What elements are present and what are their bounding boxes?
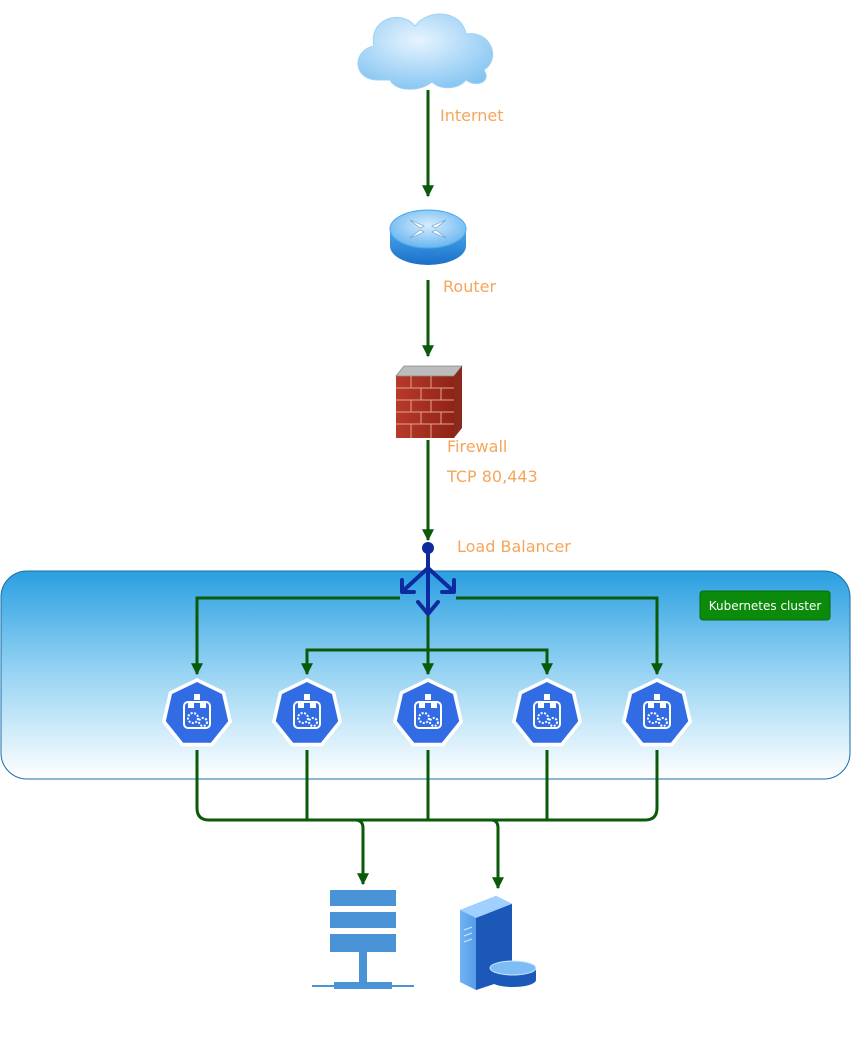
connectors	[191, 90, 663, 890]
lb-to-node-5-connector	[456, 596, 663, 676]
lb-to-node-4-connector	[428, 648, 553, 676]
load-balancer-label: Load Balancer	[457, 537, 571, 556]
kubernetes-icon	[392, 678, 464, 747]
kubernetes-nodes	[161, 678, 693, 747]
lb-to-node-2-connector	[301, 648, 428, 676]
kubernetes-icon	[511, 678, 583, 747]
firewall-port-label: TCP 80,443	[446, 467, 538, 486]
cluster-label-badge: Kubernetes cluster	[699, 590, 831, 621]
router-label: Router	[443, 277, 496, 296]
bus-to-rack-server-connector	[354, 818, 369, 886]
bus-to-database-server-connector	[490, 818, 504, 890]
internet-label: Internet	[440, 106, 504, 125]
cloud-icon	[357, 13, 494, 90]
cluster-label: Kubernetes cluster	[709, 599, 822, 613]
bottom-bus-connector	[195, 807, 659, 822]
lb-to-node-1-connector	[191, 596, 400, 676]
load-balancer-icon	[400, 542, 456, 616]
database-server-icon	[460, 896, 537, 990]
firewall-label: Firewall	[447, 437, 507, 456]
kubernetes-icon	[161, 678, 233, 747]
kubernetes-icon	[621, 678, 693, 747]
firewall-icon	[395, 365, 463, 438]
rack-server-icon	[312, 890, 414, 989]
router-icon	[389, 209, 467, 265]
kubernetes-icon	[271, 678, 343, 747]
